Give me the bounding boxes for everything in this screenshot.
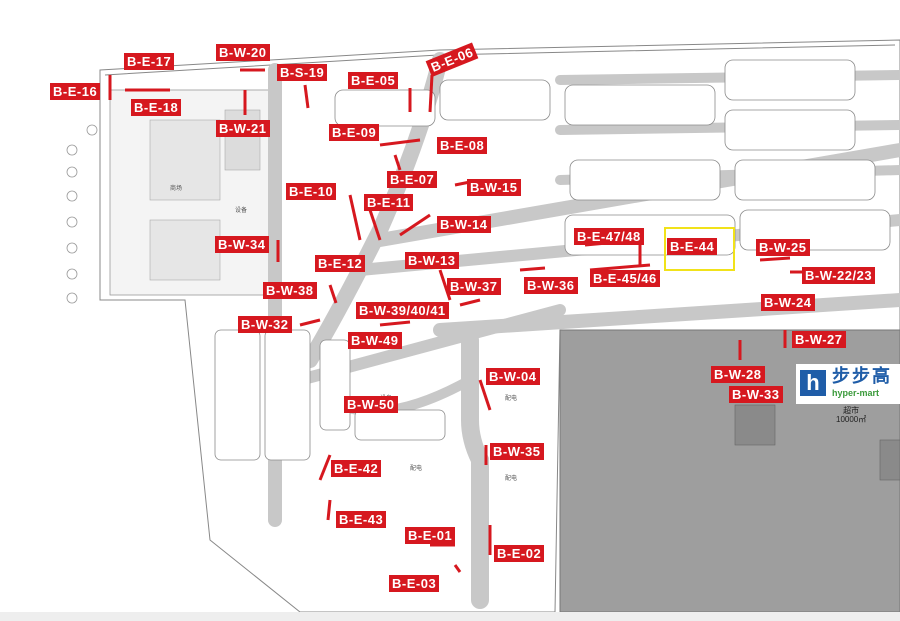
zone-label-b-w-36[interactable]: B-W-36 [524,277,578,294]
supermarket-logo-english: hyper-mart [832,388,880,398]
zone-label-b-e-03[interactable]: B-E-03 [389,575,440,592]
zone-label-b-w-37[interactable]: B-W-37 [447,278,501,295]
supermarket-logo-name: 步步高 [832,366,892,386]
svg-text:设备: 设备 [235,206,247,214]
zone-label-b-e-08[interactable]: B-E-08 [437,137,488,154]
zone-label-b-w-50[interactable]: B-W-50 [344,396,398,413]
supermarket-area-name: 超市 [843,406,860,415]
zone-label-b-e-45-46[interactable]: B-E-45/46 [590,270,660,287]
zone-label-b-e-11[interactable]: B-E-11 [364,194,414,211]
zone-label-b-w-39-40-41[interactable]: B-W-39/40/41 [356,302,449,319]
supermarket-area-size: 10000㎡ [836,415,867,424]
zone-label-b-e-07[interactable]: B-E-07 [387,171,438,188]
zone-label-b-w-15[interactable]: B-W-15 [467,179,521,196]
svg-text:配电: 配电 [410,464,422,472]
zone-label-b-e-43[interactable]: B-E-43 [336,511,387,528]
supermarket-logo-mark: h [800,370,826,396]
zone-label-b-w-38[interactable]: B-W-38 [263,282,317,299]
bottom-scroll-bar [0,612,900,621]
zone-label-b-e-17[interactable]: B-E-17 [124,53,175,70]
zone-label-b-w-49[interactable]: B-W-49 [348,332,402,349]
zone-label-b-e-01[interactable]: B-E-01 [405,527,456,544]
zone-label-b-w-25[interactable]: B-W-25 [756,239,810,256]
zone-label-b-w-24[interactable]: B-W-24 [761,294,815,311]
svg-text:配电: 配电 [505,394,517,402]
zone-label-b-w-34[interactable]: B-W-34 [215,236,269,253]
zone-label-b-e-05[interactable]: B-E-05 [348,72,399,89]
grid-axis-markers [66,124,98,304]
supermarket-area-text: 超市 10000㎡ [836,406,866,424]
highlight-box-b-e-44 [664,227,735,271]
zone-label-b-w-22-23[interactable]: B-W-22/23 [802,267,876,284]
supermarket-logo: h 步步高 hyper-mart [796,364,900,404]
zone-label-b-w-04[interactable]: B-W-04 [486,368,540,385]
zone-label-b-s-19[interactable]: B-S-19 [277,64,328,81]
parking-stall-blocks [214,59,891,461]
svg-text:配电: 配电 [505,474,517,482]
zone-label-b-e-44[interactable]: B-E-44 [667,238,718,255]
zone-label-b-w-21[interactable]: B-W-21 [216,120,270,137]
zone-label-b-e-12[interactable]: B-E-12 [315,255,366,272]
zone-label-b-e-02[interactable]: B-E-02 [494,545,545,562]
zone-label-b-e-18[interactable]: B-E-18 [131,99,182,116]
zone-label-b-w-13[interactable]: B-W-13 [405,252,459,269]
zone-label-b-w-32[interactable]: B-W-32 [238,316,292,333]
zone-label-b-w-28[interactable]: B-W-28 [711,366,765,383]
zone-label-b-e-16[interactable]: B-E-16 [50,83,101,100]
zone-label-b-w-20[interactable]: B-W-20 [216,44,270,61]
zone-label-b-e-10[interactable]: B-E-10 [286,183,337,200]
zone-label-b-w-27[interactable]: B-W-27 [792,331,846,348]
zone-label-b-w-35[interactable]: B-W-35 [490,443,544,460]
zone-label-b-w-14[interactable]: B-W-14 [437,216,491,233]
zone-label-b-e-09[interactable]: B-E-09 [329,124,380,141]
zone-label-b-e-42[interactable]: B-E-42 [331,460,382,477]
zone-label-b-e-47-48[interactable]: B-E-47/48 [574,228,644,245]
svg-text:商场: 商场 [170,184,182,192]
zone-label-b-w-33[interactable]: B-W-33 [729,386,783,403]
